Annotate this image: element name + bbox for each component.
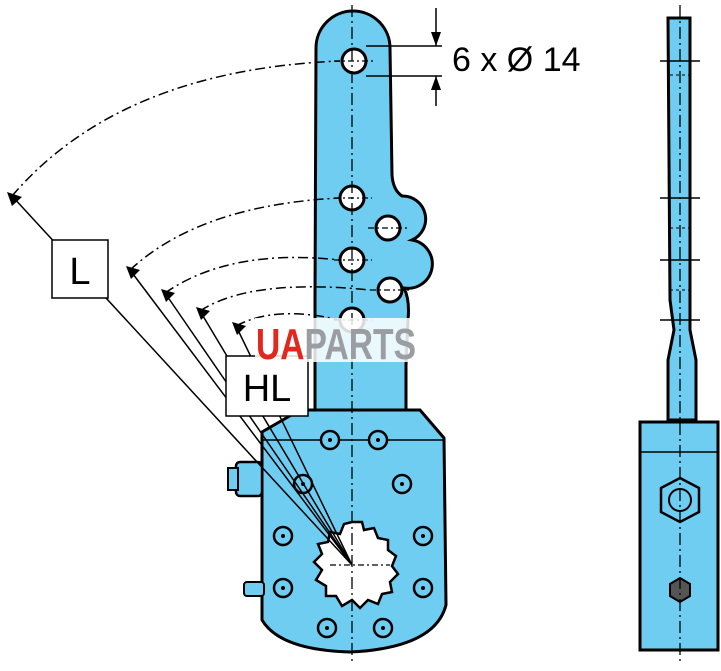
label-HL-box: HL <box>225 355 309 417</box>
dim-arrow-bottom <box>431 76 441 90</box>
arc-arrows <box>7 192 246 335</box>
radius-arcs <box>11 60 371 327</box>
side-bolt-head <box>227 467 239 491</box>
hole-spec-label: 6 x Ø 14 <box>452 41 581 79</box>
label-HL: HL <box>243 368 292 410</box>
logo-parts: PARTS <box>305 320 416 369</box>
grease-fitting <box>243 581 265 597</box>
uaparts-watermark: UAPARTS <box>255 318 419 369</box>
dim-arrow-top <box>431 32 441 46</box>
side-housing <box>638 420 720 652</box>
side-lever <box>666 16 698 422</box>
side-view <box>638 5 720 665</box>
hole-center-lines <box>330 60 410 566</box>
svg-text:UAPARTS: UAPARTS <box>256 320 416 369</box>
label-L: L <box>69 251 90 293</box>
label-L-box: L <box>51 239 109 299</box>
logo-ua: UA <box>256 320 305 369</box>
side-hole-ticks <box>660 60 700 321</box>
side-bolt <box>234 460 264 498</box>
